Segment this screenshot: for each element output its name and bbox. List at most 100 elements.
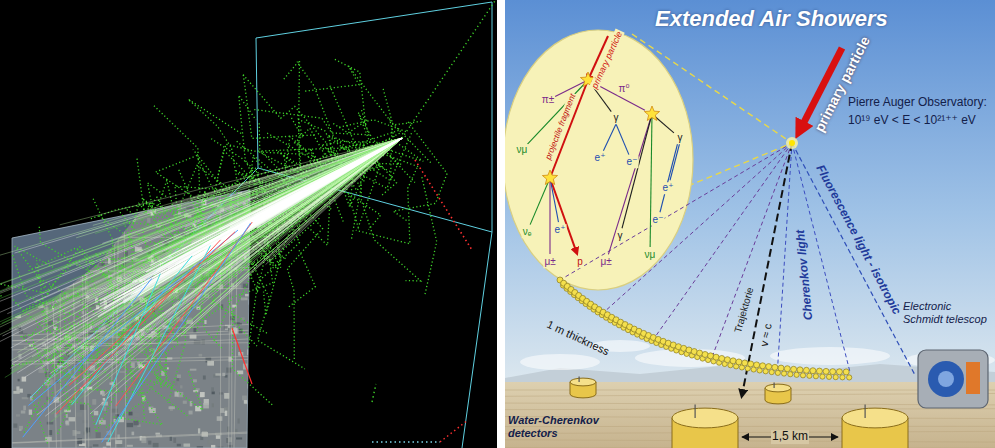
shower-front-particle <box>754 362 760 368</box>
particle-label: e⁺ <box>554 224 567 236</box>
city-block <box>52 221 55 224</box>
dotted-track <box>243 73 315 138</box>
cone-line <box>654 143 792 338</box>
interaction-glow <box>786 137 798 149</box>
city-block <box>183 401 187 404</box>
city-block <box>68 210 70 215</box>
ground-ripple <box>505 447 995 448</box>
charged-track <box>69 232 235 386</box>
secondary-track <box>616 124 629 155</box>
city-block <box>119 371 125 373</box>
city-block <box>86 202 93 207</box>
shower-front-particle <box>781 371 786 376</box>
shower-front-particle <box>823 368 829 374</box>
city-block <box>22 377 27 382</box>
shower-core <box>100 138 402 304</box>
shower-track <box>143 138 402 288</box>
shower-track <box>49 138 402 315</box>
shower-front-particle <box>708 353 714 359</box>
dotted-track <box>287 250 315 308</box>
city-block <box>183 443 190 446</box>
city-block <box>22 397 28 399</box>
city-block <box>13 391 19 394</box>
dotted-track <box>356 168 417 244</box>
shower-track <box>86 138 402 307</box>
shower-track <box>25 138 402 377</box>
shower-front-particle <box>816 368 822 374</box>
tank-top <box>842 408 908 428</box>
shower-core <box>131 138 402 295</box>
city-block <box>127 445 133 447</box>
shower-core <box>146 138 402 272</box>
city-block <box>134 413 139 417</box>
shower-track <box>41 138 402 357</box>
shower-track <box>87 138 402 291</box>
shower-front-particle <box>840 375 845 380</box>
shower-track <box>11 138 402 361</box>
city-block <box>212 391 215 394</box>
shower-front-particle <box>736 359 742 365</box>
city-block <box>225 411 228 416</box>
cherenkov-label: Cherenkov light <box>794 229 816 321</box>
particle-label: e⁻ <box>652 214 665 226</box>
particle-label: νμ <box>644 249 657 261</box>
dotted-track <box>372 384 376 402</box>
dotted-track <box>232 262 273 407</box>
shower-front-particle <box>788 372 793 377</box>
shower-track <box>12 138 402 364</box>
secondary-track <box>608 114 652 254</box>
particle-label: e⁺ <box>662 182 675 194</box>
city-block <box>106 188 113 193</box>
dotted-track <box>211 139 258 173</box>
city-block <box>18 379 20 382</box>
city-block <box>42 219 44 224</box>
tank-antenna <box>773 383 774 388</box>
city-block <box>16 414 20 416</box>
shower-front-particle <box>772 364 778 370</box>
city-block <box>93 444 98 446</box>
city-block <box>43 210 46 216</box>
charged-track <box>232 328 252 384</box>
tank-top <box>765 384 791 392</box>
tank-antenna <box>864 405 865 419</box>
shower-core <box>150 138 402 265</box>
city-block <box>19 225 24 230</box>
city-block <box>217 416 223 421</box>
shower-core <box>123 138 402 301</box>
interaction-star <box>542 170 557 184</box>
shower-core <box>182 138 402 249</box>
detector-volume-edge <box>256 2 492 38</box>
particle-label: e⁺ <box>594 152 607 164</box>
shower-core <box>139 138 402 281</box>
interaction-point <box>789 140 795 146</box>
shower-track <box>101 138 402 327</box>
city-block <box>80 213 84 216</box>
shower-front-particle <box>843 369 849 375</box>
city-block <box>129 412 133 416</box>
observatory-name: Pierre Auger Observatory: <box>848 96 987 110</box>
particle-label: π± <box>541 94 555 106</box>
shower-track <box>143 138 402 273</box>
city-block <box>103 398 105 401</box>
shower-track <box>0 138 402 327</box>
city-block <box>28 201 32 206</box>
shower-track <box>53 138 402 385</box>
thickness-label: 1 m thickness <box>545 318 611 358</box>
telescope-housing <box>918 350 988 408</box>
shower-front-particle <box>784 366 790 372</box>
shower-track <box>53 138 402 347</box>
inset-primary-label: primary particle <box>589 29 625 91</box>
particle-label: μ± <box>599 256 612 268</box>
shower-core <box>123 138 402 303</box>
city-block <box>70 217 74 221</box>
shower-track <box>97 138 402 343</box>
city-block <box>132 432 135 436</box>
shower-track <box>104 138 402 396</box>
city-block <box>107 201 112 206</box>
shower-track <box>7 138 402 314</box>
dotted-track <box>115 342 203 410</box>
city-block <box>212 403 214 407</box>
detector-volume-edge <box>492 2 493 232</box>
dotted-track <box>383 87 422 125</box>
ground-ripple <box>505 440 995 442</box>
